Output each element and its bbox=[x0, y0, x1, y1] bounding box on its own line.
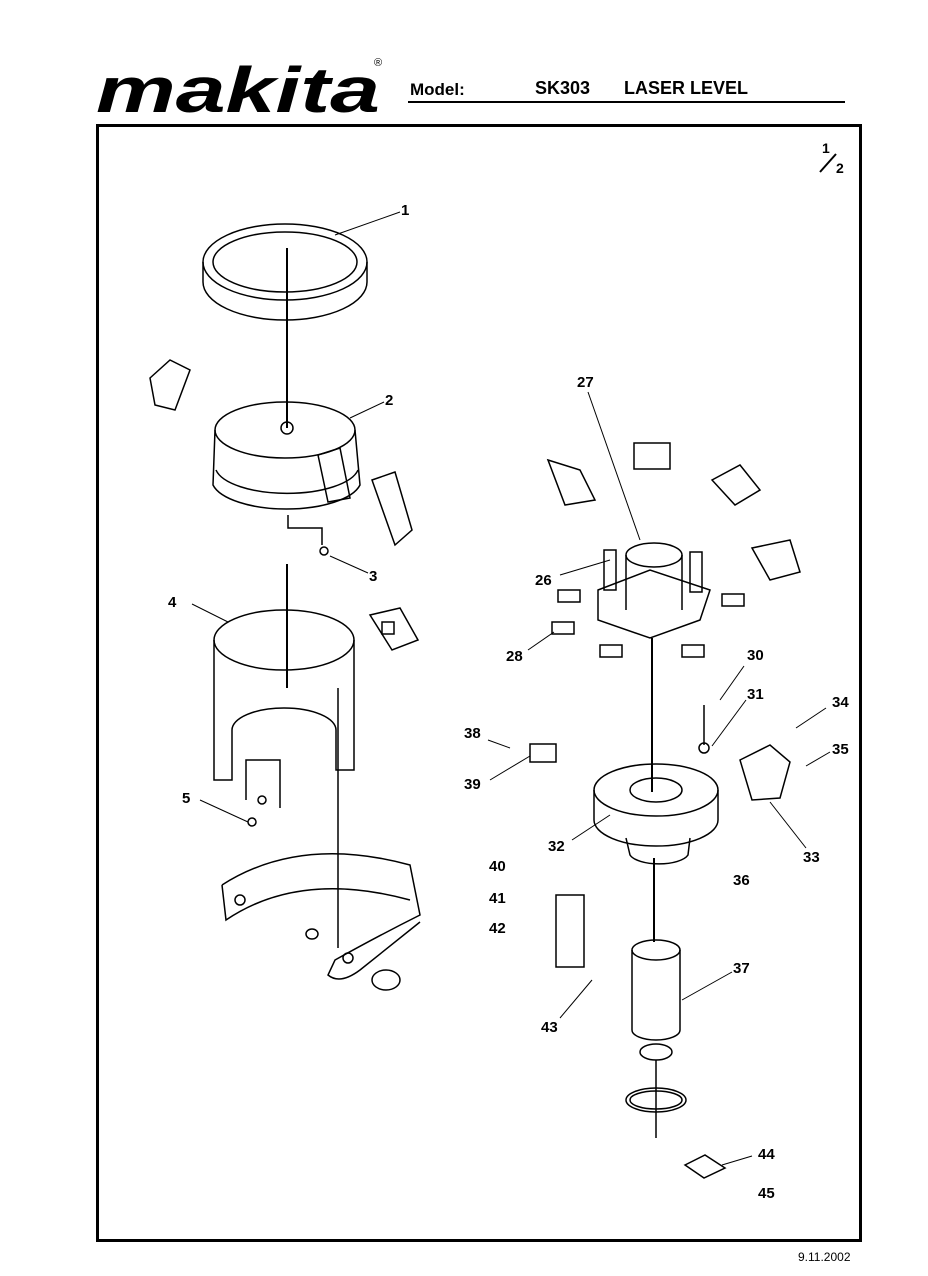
header-rule bbox=[408, 101, 845, 103]
part-ring bbox=[202, 223, 368, 321]
callout-4: 4 bbox=[168, 594, 177, 611]
callout-2: 2 bbox=[385, 392, 394, 409]
makita-logo: makita ® bbox=[96, 54, 382, 120]
callout-1: 1 bbox=[401, 202, 410, 219]
part-housing bbox=[213, 609, 355, 808]
callout-43: 43 bbox=[541, 1019, 558, 1036]
page-indicator: 1 2 bbox=[816, 140, 856, 180]
page-slash bbox=[819, 153, 837, 173]
callout-37: 37 bbox=[733, 960, 750, 977]
part-base-disk bbox=[593, 763, 719, 865]
callout-44: 44 bbox=[758, 1146, 775, 1163]
callout-38: 38 bbox=[464, 725, 481, 742]
callout-32: 32 bbox=[548, 838, 565, 855]
callout-27: 27 bbox=[577, 374, 594, 391]
callout-41: 41 bbox=[489, 890, 506, 907]
svg-text:®: ® bbox=[374, 57, 382, 69]
page-total: 2 bbox=[836, 160, 844, 176]
revision-date: 9.11.2002 bbox=[798, 1250, 851, 1264]
callout-36: 36 bbox=[733, 872, 750, 889]
diagram-frame bbox=[96, 124, 862, 1242]
callout-28: 28 bbox=[506, 648, 523, 665]
callout-30: 30 bbox=[747, 647, 764, 664]
model-label: Model: bbox=[410, 80, 465, 99]
product-name: LASER LEVEL bbox=[624, 78, 749, 98]
callout-3: 3 bbox=[369, 568, 378, 585]
model-number: SK303 bbox=[535, 78, 591, 98]
callout-26: 26 bbox=[535, 572, 552, 589]
callout-35: 35 bbox=[832, 741, 849, 758]
callout-45: 45 bbox=[758, 1185, 775, 1202]
callout-39: 39 bbox=[464, 776, 481, 793]
part-chassis bbox=[597, 542, 711, 639]
part-top-cap bbox=[212, 401, 361, 510]
svg-text:makita: makita bbox=[96, 54, 380, 120]
callout-42: 42 bbox=[489, 920, 506, 937]
callout-31: 31 bbox=[747, 686, 764, 703]
callout-40: 40 bbox=[489, 858, 506, 875]
callout-5: 5 bbox=[182, 790, 191, 807]
callout-33: 33 bbox=[803, 849, 820, 866]
callout-34: 34 bbox=[832, 694, 849, 711]
page-current: 1 bbox=[822, 140, 830, 156]
